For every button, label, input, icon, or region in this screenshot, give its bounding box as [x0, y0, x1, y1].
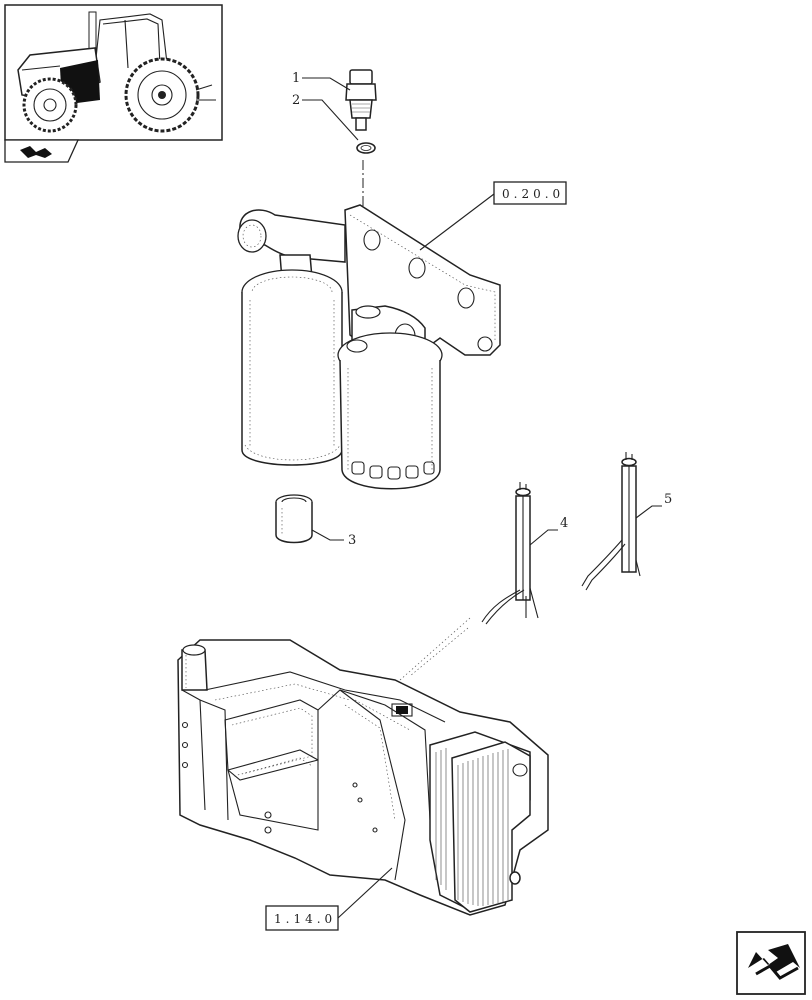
fuel-pickup-tube-b [581, 452, 641, 591]
next-page-icon[interactable] [736, 931, 806, 995]
callout-4-label: 4 [560, 516, 568, 531]
callout-5-label: 5 [664, 492, 672, 507]
pressure-sensor [345, 69, 377, 131]
callout-5[interactable]: 5 [635, 492, 672, 519]
reference-tank-label: 1.14.0 [274, 912, 336, 926]
callout-3-label: 3 [348, 533, 356, 548]
previous-page-icon[interactable] [4, 139, 80, 163]
reference-tank-assembly[interactable]: 1.14.0 [265, 867, 393, 931]
reference-filter-label: 0.20.0 [502, 187, 564, 201]
fuel-tank [177, 639, 549, 916]
filter-sleeve [275, 494, 313, 544]
callout-2[interactable]: 2 [292, 93, 359, 141]
o-ring [356, 142, 376, 154]
fuel-pickup-tube-a [481, 482, 539, 625]
callout-1-label: 1 [292, 71, 300, 86]
callout-4[interactable]: 4 [529, 516, 568, 546]
callout-1[interactable]: 1 [292, 71, 351, 91]
callout-3[interactable]: 3 [311, 529, 356, 548]
fuel-filter-assembly [237, 204, 501, 490]
tractor-thumbnail-icon [4, 4, 223, 141]
callout-2-label: 2 [292, 93, 300, 108]
mounting-line [399, 617, 471, 681]
reference-filter-assembly[interactable]: 0.20.0 [419, 181, 567, 251]
